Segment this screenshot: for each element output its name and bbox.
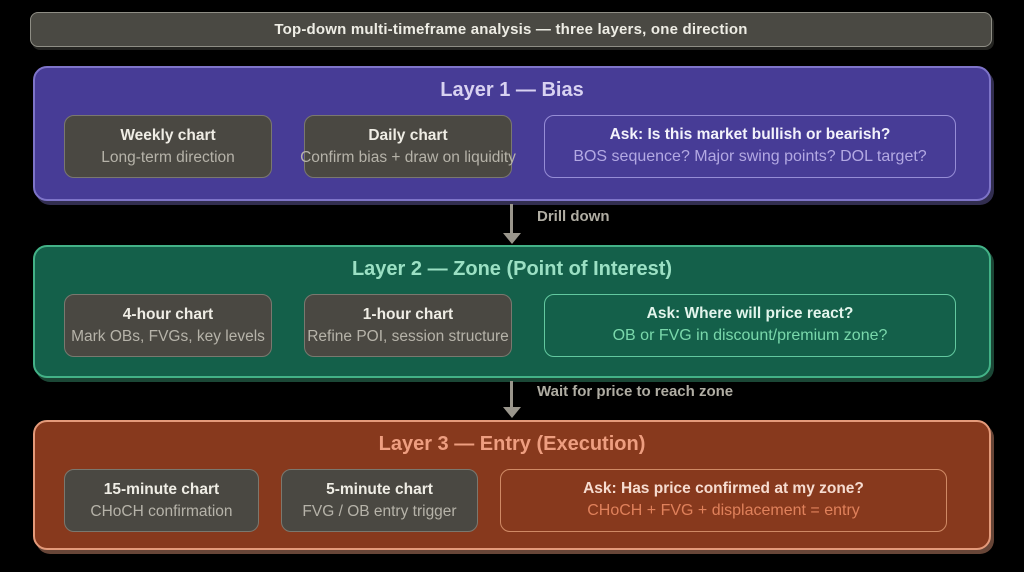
card-subtitle: Mark OBs, FVGs, key levels bbox=[71, 327, 265, 345]
layer-3-cards-row: 15-minute chart CHoCH confirmation 5-min… bbox=[64, 469, 947, 532]
layer-2-title: Layer 2 — Zone (Point of Interest) bbox=[351, 258, 673, 280]
header-banner: Top-down multi-timeframe analysis — thre… bbox=[30, 12, 992, 47]
down-arrow-stem bbox=[510, 204, 513, 234]
layer-1-bias-panel: Layer 1 — Bias Weekly chart Long-term di… bbox=[33, 66, 991, 201]
ask-question: Ask: Is this market bullish or bearish? bbox=[609, 126, 891, 144]
card-subtitle: Long-term direction bbox=[101, 148, 235, 166]
four-hour-chart-card: 4-hour chart Mark OBs, FVGs, key levels bbox=[64, 294, 272, 357]
layer-2-zone-panel: Layer 2 — Zone (Point of Interest) 4-hou… bbox=[33, 245, 991, 378]
layer-1-ask-box: Ask: Is this market bullish or bearish? … bbox=[544, 115, 956, 178]
layer-1-cards-row: Weekly chart Long-term direction Daily c… bbox=[64, 115, 956, 178]
card-title: 15-minute chart bbox=[103, 481, 220, 499]
weekly-chart-card: Weekly chart Long-term direction bbox=[64, 115, 272, 178]
layer-3-entry-panel: Layer 3 — Entry (Execution) 15-minute ch… bbox=[33, 420, 991, 550]
layer-1-title: Layer 1 — Bias bbox=[440, 79, 584, 101]
card-title: Weekly chart bbox=[120, 127, 216, 145]
ask-question: Ask: Where will price react? bbox=[646, 305, 854, 323]
card-subtitle: FVG / OB entry trigger bbox=[302, 502, 457, 520]
ask-detail: BOS sequence? Major swing points? DOL ta… bbox=[573, 148, 927, 166]
connector-label-drill-down: Drill down bbox=[537, 208, 610, 225]
ask-detail: CHoCH + FVG + displacement = entry bbox=[587, 502, 860, 520]
layer-3-title: Layer 3 — Entry (Execution) bbox=[378, 433, 646, 455]
card-title: 1-hour chart bbox=[362, 306, 454, 324]
header-title: Top-down multi-timeframe analysis — thre… bbox=[274, 21, 748, 38]
layer-2-ask-box: Ask: Where will price react? OB or FVG i… bbox=[544, 294, 956, 357]
card-title: Daily chart bbox=[368, 127, 448, 145]
down-arrow-stem bbox=[510, 381, 513, 408]
one-hour-chart-card: 1-hour chart Refine POI, session structu… bbox=[304, 294, 512, 357]
card-subtitle: CHoCH confirmation bbox=[90, 502, 233, 520]
card-subtitle: Refine POI, session structure bbox=[307, 327, 509, 345]
layer-2-cards-row: 4-hour chart Mark OBs, FVGs, key levels … bbox=[64, 294, 956, 357]
five-minute-chart-card: 5-minute chart FVG / OB entry trigger bbox=[281, 469, 478, 532]
layer-3-ask-box: Ask: Has price confirmed at my zone? CHo… bbox=[500, 469, 947, 532]
down-arrow-head bbox=[503, 407, 521, 418]
ask-question: Ask: Has price confirmed at my zone? bbox=[583, 480, 864, 498]
connector-label-wait-for-zone: Wait for price to reach zone bbox=[537, 383, 734, 400]
card-title: 5-minute chart bbox=[326, 481, 433, 499]
card-title: 4-hour chart bbox=[122, 306, 214, 324]
daily-chart-card: Daily chart Confirm bias + draw on liqui… bbox=[300, 115, 516, 178]
down-arrow-head bbox=[503, 233, 521, 244]
fifteen-minute-chart-card: 15-minute chart CHoCH confirmation bbox=[64, 469, 259, 532]
card-subtitle: Confirm bias + draw on liquidity bbox=[300, 148, 516, 166]
ask-detail: OB or FVG in discount/premium zone? bbox=[612, 327, 888, 345]
